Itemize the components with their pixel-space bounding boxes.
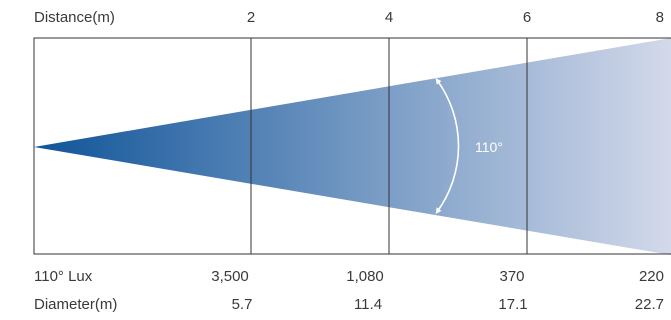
distance-2: 2	[246, 9, 256, 26]
distance-header: Distance(m)	[34, 9, 115, 26]
diameter-6m: 17.1	[498, 296, 528, 313]
lux-6m: 370	[499, 268, 525, 285]
distance-4: 4	[384, 9, 394, 26]
diameter-8m: 22.7	[634, 296, 664, 313]
distance-8: 8	[655, 9, 664, 26]
lux-4m: 1,080	[346, 268, 384, 285]
beam-cone	[34, 38, 671, 255]
beam-angle-label: 110°	[475, 139, 503, 155]
lux-2m: 3,500	[211, 268, 249, 285]
lux-8m: 220	[638, 268, 664, 285]
distance-6: 6	[522, 9, 532, 26]
chart-frame	[33, 37, 671, 255]
diameter-2m: 5.7	[231, 296, 253, 313]
diameter-4m: 11.4	[353, 296, 383, 313]
diameter-label: Diameter(m)	[34, 296, 118, 313]
lux-label: 110° Lux	[34, 268, 93, 285]
beam-angle-arc	[435, 78, 460, 214]
